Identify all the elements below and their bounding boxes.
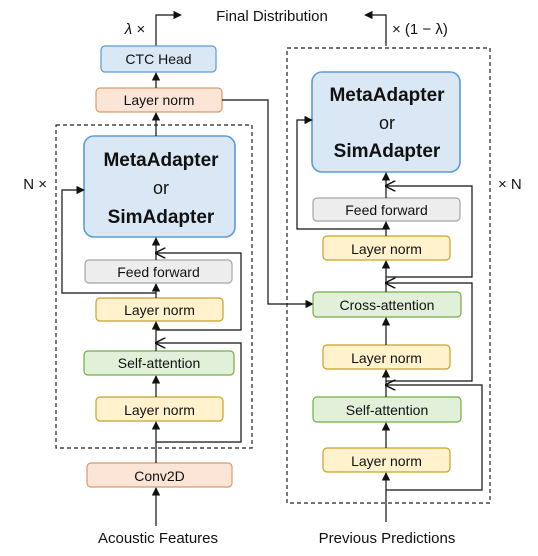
encoder-adapter-line3: SimAdapter <box>108 207 215 228</box>
decoder-layer-norm-sa: Layer norm <box>322 447 451 473</box>
decoder-residual-sa <box>386 385 483 491</box>
encoder-residual-ff <box>156 253 242 331</box>
decoder-residual-adapter <box>296 115 386 230</box>
decoder-layer-norm-ff: Layer norm <box>322 235 451 261</box>
decoder-layer-norm-ca-label: Layer norm <box>351 350 422 366</box>
decoder-layer-norm-sa-label: Layer norm <box>351 453 422 469</box>
decoder-self-attention-label: Self-attention <box>346 402 429 418</box>
decoder-repeat-count: × N <box>498 176 522 193</box>
encoder-self-attention-label: Self-attention <box>118 355 201 371</box>
encoder-repeat-count: N × <box>23 176 47 193</box>
decoder-adapter-line3: SimAdapter <box>334 141 441 162</box>
ctc-head-block: CTC Head <box>100 45 217 73</box>
decoder-cross-attention-label: Cross-attention <box>340 297 435 313</box>
conv2d-label: Conv2D <box>134 468 185 484</box>
encoder-final-layer-norm: Layer norm <box>95 87 223 113</box>
encoder-residual-sa <box>156 343 242 443</box>
encoder-feed-forward: Feed forward <box>84 259 233 284</box>
encoder-feed-forward-label: Feed forward <box>117 264 199 280</box>
one-minus-lambda-label: × (1 − λ) <box>392 21 448 38</box>
decoder-repeat-block <box>286 47 491 504</box>
encoder-layer-norm-ff: Layer norm <box>95 297 224 322</box>
encoder-output-arrow <box>155 10 182 46</box>
decoder-adapter-block: MetaAdapter or SimAdapter <box>311 71 461 173</box>
ctc-head-label: CTC Head <box>125 51 191 67</box>
encoder-adapter-block: MetaAdapter or SimAdapter <box>83 135 236 238</box>
decoder-residual-ca <box>386 283 473 382</box>
decoder-adapter-line1: MetaAdapter <box>329 85 445 106</box>
previous-predictions-label: Previous Predictions <box>319 530 456 547</box>
decoder-cross-attention: Cross-attention <box>312 291 462 318</box>
decoder-layer-norm-ff-label: Layer norm <box>351 241 422 257</box>
decoder-adapter-line2: or <box>379 113 395 133</box>
encoder-adapter-line1: MetaAdapter <box>103 150 219 171</box>
final-distribution-label: Final Distribution <box>216 8 328 25</box>
decoder-residual-ff <box>386 186 473 278</box>
encoder-final-layer-norm-label: Layer norm <box>124 92 195 108</box>
decoder-output-arrow <box>364 10 387 46</box>
encoder-repeat-block <box>55 124 253 449</box>
lambda-weight-label: λ × <box>124 21 145 38</box>
decoder-self-attention: Self-attention <box>312 396 462 423</box>
encoder-adapter-line2: or <box>153 178 169 198</box>
encoder-layer-norm-sa: Layer norm <box>95 396 224 422</box>
decoder-feed-forward-label: Feed forward <box>345 202 427 218</box>
encoder-residual-adapter <box>61 185 156 294</box>
encoder-self-attention: Self-attention <box>83 350 235 376</box>
decoder-feed-forward: Feed forward <box>312 197 461 222</box>
encoder-layer-norm-sa-label: Layer norm <box>124 402 195 418</box>
encoder-to-cross-attention <box>222 99 314 309</box>
encoder-layer-norm-ff-label: Layer norm <box>124 302 195 318</box>
acoustic-features-label: Acoustic Features <box>98 530 218 547</box>
decoder-layer-norm-ca: Layer norm <box>322 344 451 370</box>
conv2d-block: Conv2D <box>86 462 233 488</box>
